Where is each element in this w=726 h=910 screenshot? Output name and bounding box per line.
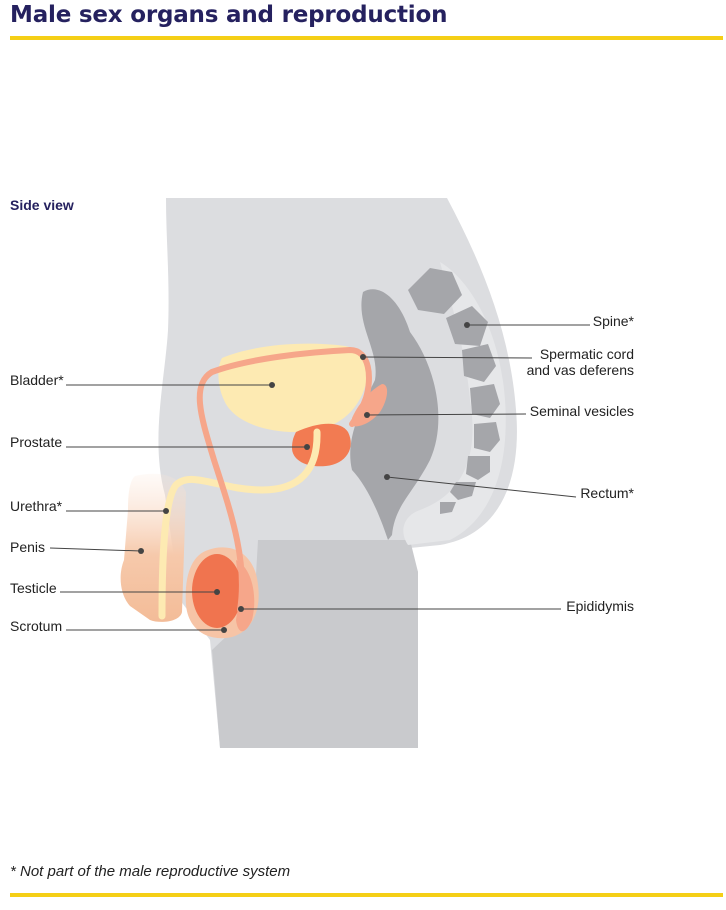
footnote: * Not part of the male reproductive syst… — [10, 863, 291, 880]
label-scrotum: Scrotum — [10, 618, 62, 634]
vas-deferens-tube — [196, 346, 372, 613]
title-underline — [10, 36, 723, 40]
pelvic-floor — [212, 540, 418, 748]
label-leaders — [49, 324, 590, 631]
label-urethra: Urethra* — [10, 498, 63, 514]
footer-rule — [10, 893, 723, 897]
label-seminal-vesicles: Seminal vesicles — [530, 403, 634, 419]
prostate-shape — [292, 423, 351, 467]
label-bladder: Bladder* — [10, 372, 64, 388]
label-testicle: Testicle — [10, 580, 57, 596]
label-vas-deferens: and vas deferens — [527, 362, 634, 378]
penis-shape — [120, 473, 186, 622]
label-penis: Penis — [10, 539, 45, 555]
page-title: Male sex organs and reproduction — [10, 2, 448, 28]
label-spine: Spine* — [593, 313, 635, 329]
view-label: Side view — [10, 197, 74, 213]
label-rectum: Rectum* — [580, 485, 634, 501]
bladder-shape — [218, 343, 368, 432]
urethra-tube — [158, 428, 321, 620]
label-epididymis: Epididymis — [566, 598, 634, 614]
label-dots — [138, 322, 470, 633]
spine-vertebrae — [408, 268, 500, 514]
label-spermatic-cord: Spermatic cord — [540, 346, 634, 362]
label-prostate: Prostate — [10, 434, 62, 450]
